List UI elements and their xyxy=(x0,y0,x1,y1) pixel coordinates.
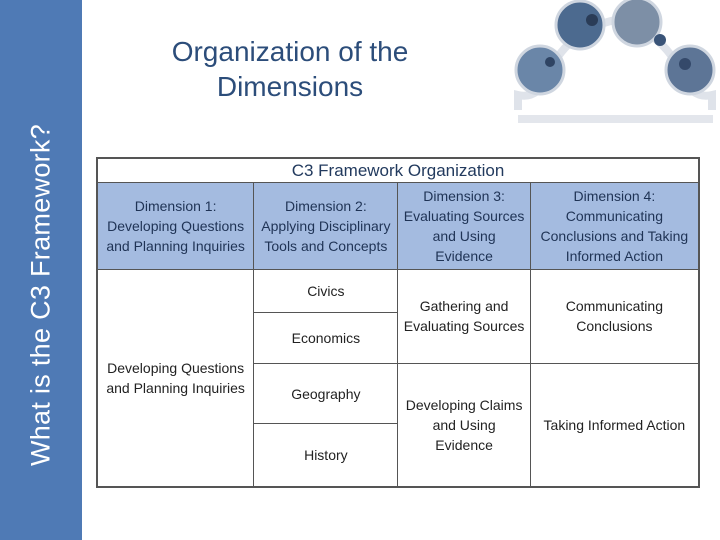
photo-collage-image xyxy=(514,0,716,123)
gathering-sources-cell: Gathering and Evaluating Sources xyxy=(397,269,531,364)
dimension-4-header: Dimension 4: Communicating Conclusions a… xyxy=(529,182,700,270)
developing-claims-cell: Developing Claims and Using Evidence xyxy=(397,362,531,488)
history-cell: History xyxy=(253,423,399,487)
dimension-1-header: Dimension 1: Developing Questions and Pl… xyxy=(96,182,255,270)
slide-title: Organization of the Dimensions xyxy=(171,36,409,102)
dimension-1-cell: Developing Questions and Planning Inquir… xyxy=(96,269,255,487)
sidebar: What is the C3 Framework? xyxy=(0,0,82,540)
framework-table: C3 Framework Organization Dimension 1: D… xyxy=(96,157,700,488)
civics-cell: Civics xyxy=(253,268,399,314)
dimension-2-header: Dimension 2: Applying Disciplinary Tools… xyxy=(253,182,399,270)
table-caption: C3 Framework Organization xyxy=(97,157,699,184)
sidebar-title: What is the C3 Framework? xyxy=(25,123,56,467)
geography-cell: Geography xyxy=(253,362,399,425)
dimension-3-header: Dimension 3: Evaluating Sources and Usin… xyxy=(397,182,531,270)
communicating-conclusions-cell: Communicating Conclusions xyxy=(529,269,700,364)
taking-informed-action-cell: Taking Informed Action xyxy=(529,362,700,488)
economics-cell: Economics xyxy=(253,312,399,364)
